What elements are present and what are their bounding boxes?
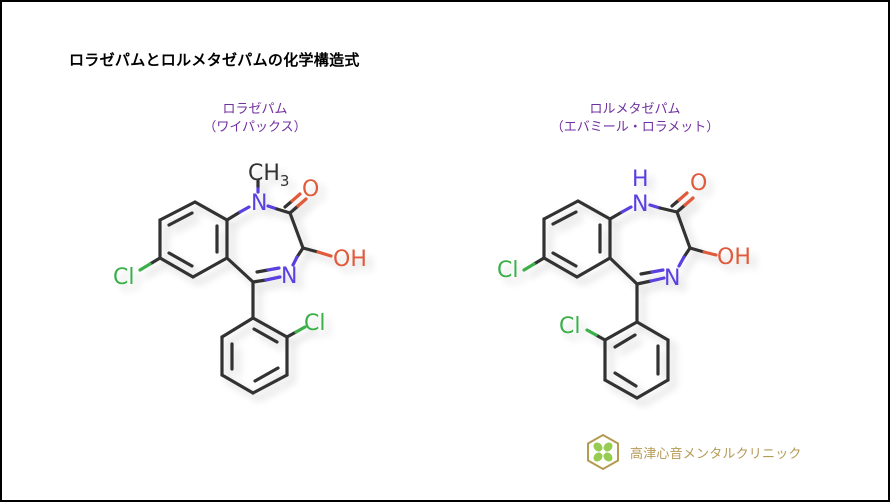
lormetazepam-atom-cl-phenyl: Cl [559,314,580,339]
clinic-name: 高津心音メンタルクリニック [630,446,802,462]
lormetazepam-atom-n1: N [632,192,648,217]
lorazepam-atom-n4: N [281,264,297,289]
lormetazepam-atom-cl-ring: Cl [497,258,518,283]
lormetazepam-atom-oh: OH [717,245,751,270]
lormetazepam-brand: （エバミール・ロラメット） [550,120,720,135]
lormetazepam-structure: H N O OH N Cl Cl [497,167,751,400]
lormetazepam-label: ロルメタゼパム （エバミール・ロラメット） [520,101,750,137]
lorazepam-label: ロラゼパム （ワイパックス） [150,101,360,137]
lorazepam-phenyl-ring [220,316,289,395]
lorazepam-brand: （ワイパックス） [203,120,307,135]
lormetazepam-name: ロルメタゼパム [589,102,681,117]
lorazepam-benzo-ring [158,200,229,279]
lorazepam-atom-cl-phenyl: Cl [304,311,325,336]
slide-title: ロラゼパムとロルメタゼパムの化学構造式 [69,51,360,69]
lormetazepam-phenyl-ring [603,320,670,400]
lorazepam-atom-o: O [302,177,319,202]
lorazepam-atom-oh: OH [333,247,367,272]
lormetazepam-atom-o: O [690,171,707,196]
lorazepam-atom-cl-ring: Cl [113,265,134,290]
lormetazepam-benzo-ring [542,199,612,279]
lorazepam-name: ロラゼパム [222,102,288,117]
clinic-logo: 高津心音メンタルクリニック [584,433,802,471]
lormetazepam-atom-h: H [632,167,649,192]
lorazepam-structure: N CH3 O OH N Cl Cl [113,161,367,395]
hexagon-clover-icon [587,433,619,471]
lorazepam-atom-ch3: CH3 [248,161,289,190]
lormetazepam-atom-n4: N [664,266,680,291]
lorazepam-atom-n1: N [251,191,267,216]
